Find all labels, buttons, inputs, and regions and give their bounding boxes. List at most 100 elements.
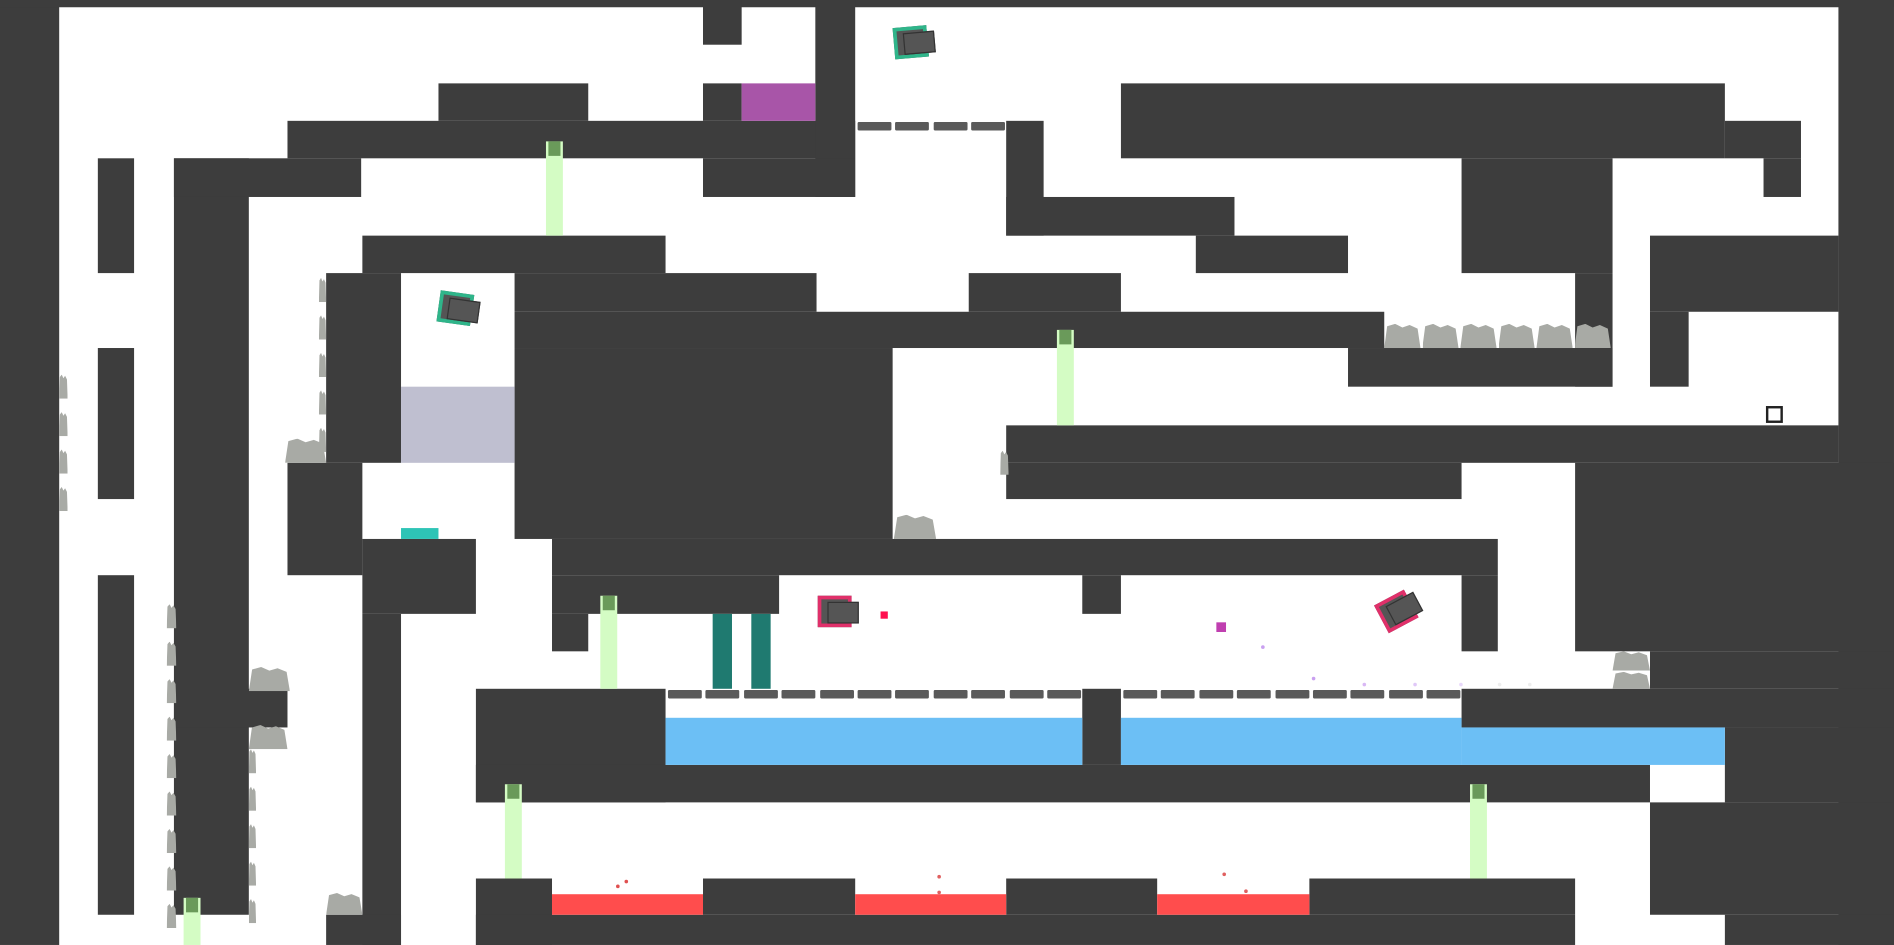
- light-beam: [600, 595, 618, 689]
- spike-hazard: [166, 679, 177, 704]
- wall-block: [1724, 120, 1801, 159]
- bridge-plank: [857, 122, 892, 131]
- wall-block: [97, 348, 135, 500]
- light-beam-emitter: [507, 784, 520, 799]
- particle: [1261, 645, 1265, 649]
- wall-block: [1724, 914, 1894, 945]
- spike-hazard: [318, 390, 327, 415]
- spike-hazard: [166, 791, 177, 816]
- light-beam-emitter: [1472, 784, 1485, 799]
- wall-block: [514, 348, 893, 539]
- bridge-plank: [857, 689, 892, 699]
- spike-hazard: [166, 641, 177, 666]
- wall-block: [1649, 802, 1894, 915]
- bridge-plank: [895, 689, 930, 699]
- wall-block: [552, 575, 780, 614]
- water-pool: [1120, 717, 1462, 765]
- wall-block: [1763, 158, 1801, 197]
- spike-hazard: [248, 667, 290, 692]
- particle: [1216, 622, 1227, 632]
- lava-pit: [552, 894, 703, 915]
- spike-hazard: [1612, 671, 1650, 689]
- door-block: [741, 83, 816, 121]
- pressure-pad: [401, 528, 439, 539]
- wall-block: [1649, 311, 1689, 387]
- wall-block: [1120, 83, 1725, 159]
- wall-block: [1461, 688, 1894, 728]
- exit-marker[interactable]: [1765, 406, 1783, 423]
- tank-turret: [827, 601, 859, 624]
- wall-block: [173, 158, 249, 915]
- spike-hazard: [166, 828, 177, 854]
- light-beam: [1056, 329, 1074, 426]
- wall-block: [1006, 425, 1839, 463]
- bridge-plank: [1312, 689, 1347, 699]
- spike-hazard: [248, 899, 257, 924]
- spike-hazard: [59, 374, 68, 399]
- bridge-plank: [1426, 689, 1461, 699]
- spike-hazard: [326, 893, 363, 915]
- bridge-plank: [1275, 689, 1309, 699]
- bridge-plank: [819, 689, 854, 699]
- light-beam-emitter: [1059, 329, 1072, 345]
- spike-hazard: [248, 749, 257, 774]
- wall-block: [1006, 196, 1235, 236]
- particle: [1459, 682, 1463, 687]
- tank-turret: [902, 30, 936, 55]
- bridge-plank: [667, 689, 702, 699]
- wall-block: [97, 575, 135, 915]
- particle: [1222, 872, 1227, 877]
- wall-block: [326, 914, 402, 945]
- particle: [1497, 682, 1502, 687]
- particle: [937, 874, 941, 879]
- wall-block: [475, 914, 1576, 945]
- particle: [616, 884, 620, 889]
- spike-hazard: [1536, 323, 1573, 349]
- wall-block: [0, 0, 1894, 8]
- wall-block: [287, 120, 856, 159]
- particle: [937, 890, 941, 895]
- bridge-plank: [1350, 689, 1385, 699]
- player-tank[interactable]: [892, 25, 936, 60]
- spike-hazard: [1612, 651, 1650, 671]
- player-tank[interactable]: [436, 290, 481, 327]
- wall-block: [97, 158, 135, 274]
- wall-block: [326, 273, 402, 463]
- spike-hazard: [318, 277, 327, 303]
- spike-hazard: [1000, 450, 1009, 475]
- water-pool: [1461, 727, 1725, 765]
- wall-block: [475, 764, 1650, 803]
- spike-hazard: [59, 412, 68, 437]
- bridge-plank: [1047, 689, 1082, 699]
- spike-hazard: [1574, 323, 1611, 349]
- wall-block: [514, 311, 1385, 349]
- liquid-pool: [401, 386, 515, 463]
- particle: [1362, 682, 1367, 687]
- wall-block: [362, 613, 402, 945]
- spike-hazard: [318, 315, 327, 340]
- spike-hazard: [248, 786, 257, 811]
- gate-pillar: [712, 613, 732, 689]
- bridge-plank: [933, 689, 968, 699]
- wall-block: [552, 538, 1498, 576]
- enemy-tank[interactable]: [817, 595, 859, 628]
- enemy-tank[interactable]: [1374, 589, 1424, 634]
- spike-hazard: [166, 754, 177, 779]
- spike-hazard: [166, 604, 177, 629]
- wall-block: [514, 273, 817, 312]
- wall-block: [1348, 348, 1613, 387]
- wall-block: [438, 83, 589, 121]
- spike-hazard: [166, 903, 177, 929]
- wall-block: [702, 83, 742, 121]
- wall-block: [1082, 688, 1121, 765]
- particle: [880, 611, 888, 619]
- spike-hazard: [1422, 323, 1459, 349]
- bridge-plank: [1237, 689, 1271, 699]
- particle: [1311, 676, 1316, 681]
- spike-hazard: [59, 449, 68, 474]
- spike-hazard: [1498, 323, 1535, 349]
- wall-block: [1195, 235, 1349, 274]
- tank-turret: [446, 297, 481, 324]
- water-pool: [665, 717, 1083, 765]
